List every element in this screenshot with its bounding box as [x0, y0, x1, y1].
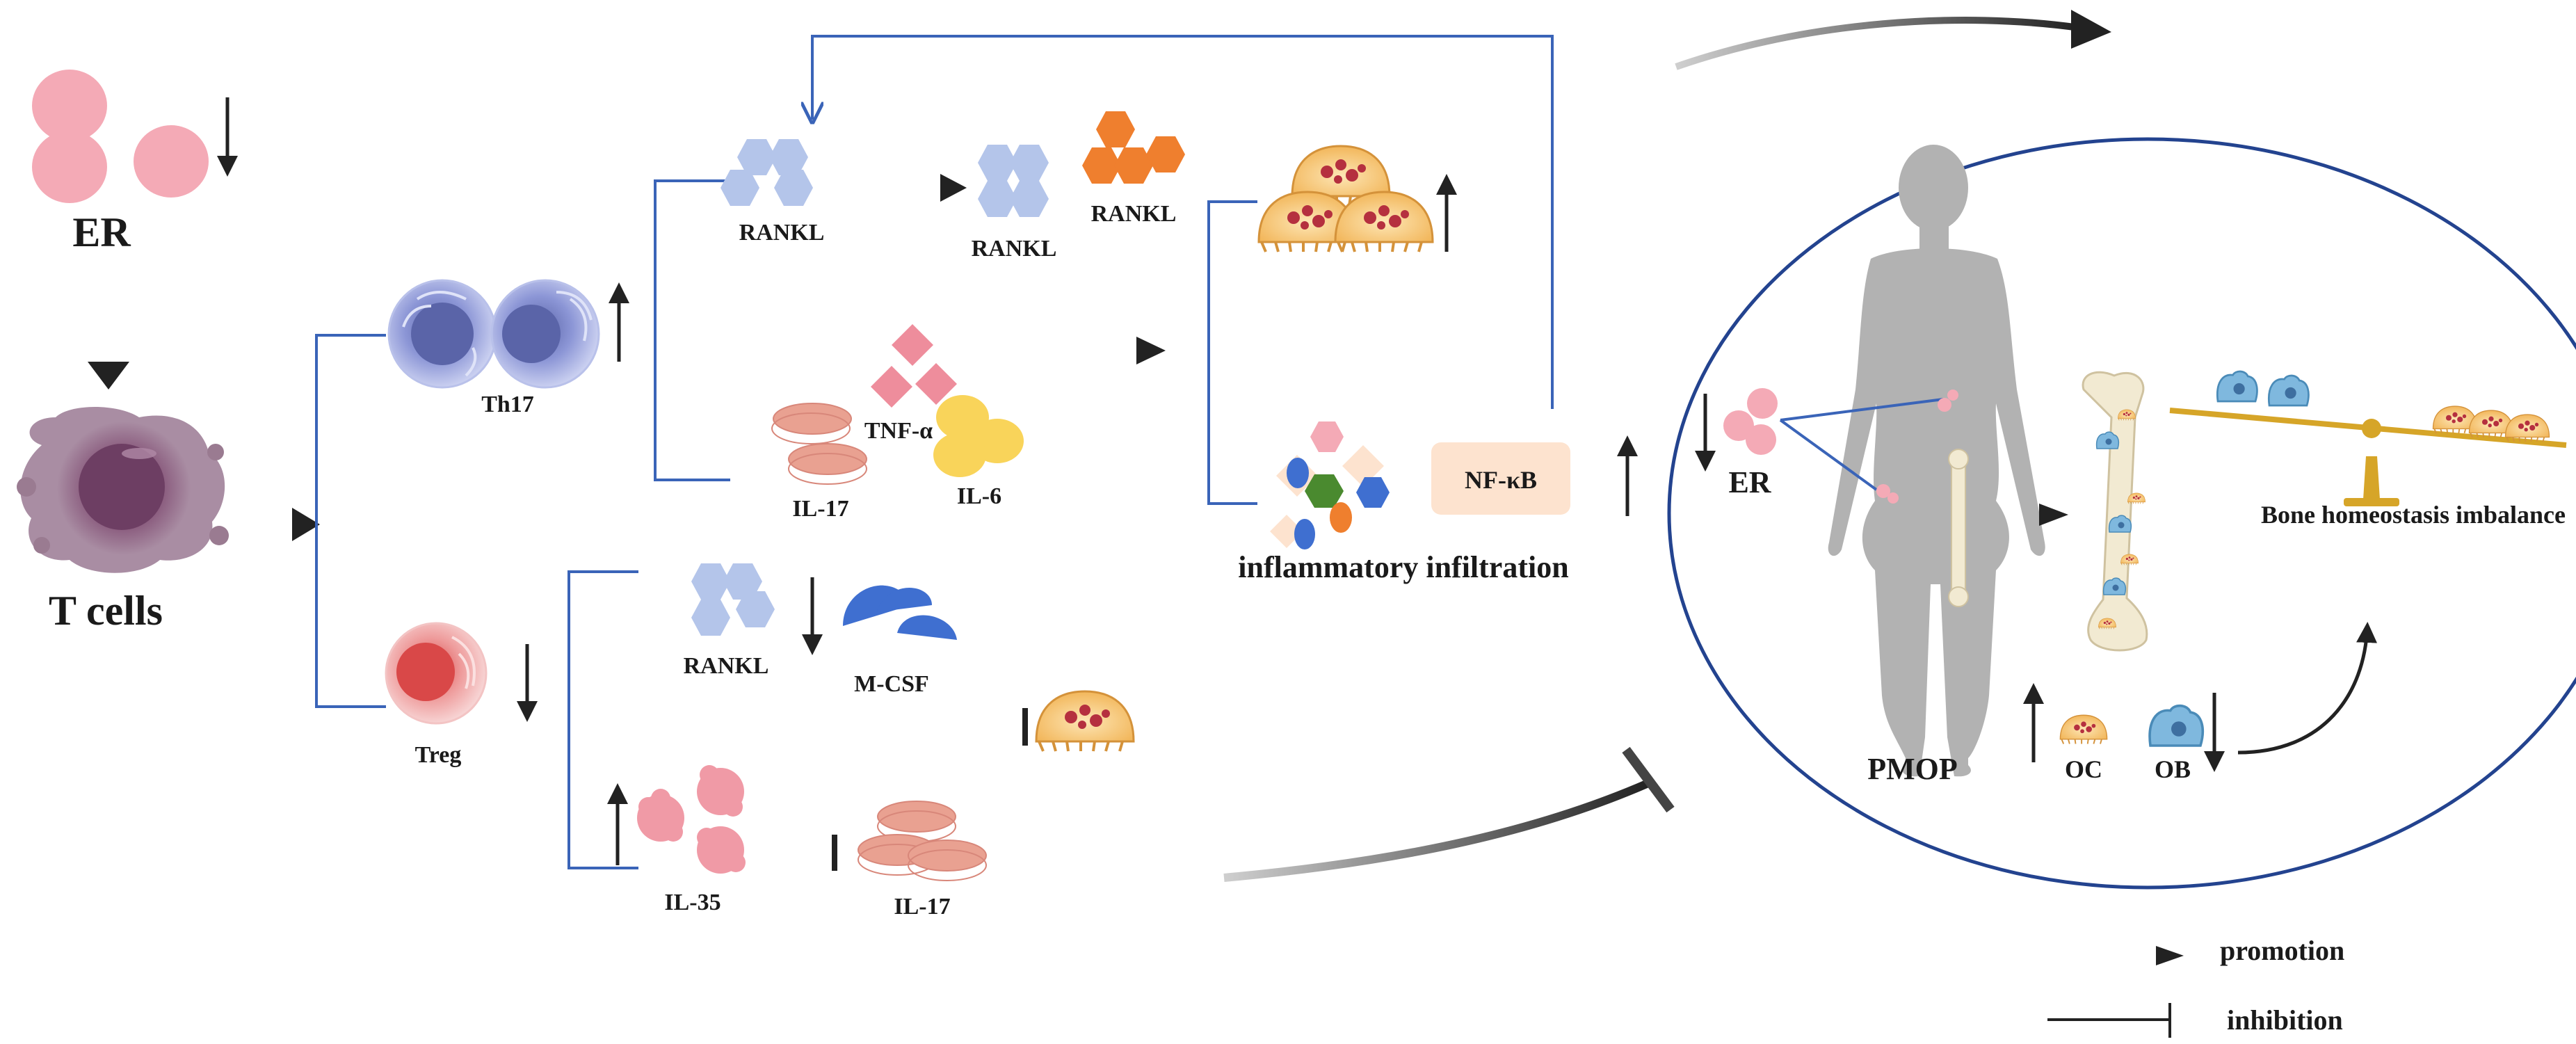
mcsf-icon: [843, 585, 957, 640]
il35-label: IL-35: [664, 890, 721, 915]
rankl-cluster-1: [721, 139, 813, 206]
ovary-dots: [1876, 390, 1958, 504]
th17-label: Th17: [481, 392, 534, 417]
rankl-cluster-2: [978, 145, 1049, 217]
femur-bone: [2082, 371, 2148, 652]
rankl-label-3: RANKL: [1091, 201, 1177, 227]
bracket-treg: [567, 570, 638, 869]
treg-label: Treg: [415, 742, 462, 768]
ob-icon: [2148, 704, 2205, 747]
balance-scale-icon: [2169, 370, 2567, 506]
ob-to-imbalance-arrow: [2237, 622, 2378, 755]
er-cells: [32, 70, 209, 203]
t-cell-icon: [17, 407, 229, 573]
bracket-osteoclast-inflammation: [1207, 200, 1257, 505]
legend-inhibition: inhibition: [2047, 1003, 2343, 1038]
legend-promotion: promotion: [2042, 935, 2344, 966]
pmop-label: PMOP: [1867, 752, 1958, 786]
rankl-arrow: [887, 174, 967, 202]
rankl-label-1: RANKL: [739, 220, 825, 246]
legend-promotion-label: promotion: [2220, 935, 2344, 966]
il17-icon-2: [858, 801, 987, 881]
tnf-alpha-label: TNF-α: [864, 418, 933, 444]
rankl-cluster-4: [691, 563, 775, 636]
er-right-label: ER: [1728, 465, 1771, 499]
il17-icon-1: [771, 403, 867, 485]
cytokine-arrow: [1040, 337, 1166, 364]
t-cells-label: T cells: [49, 588, 163, 634]
nfkb-feedback-loop: [812, 35, 1554, 409]
nfkb-box: [1431, 442, 1570, 515]
il35-icon: [637, 765, 746, 874]
treg-to-pmop-inhibition: [1223, 746, 1675, 882]
bone-arrow: [1979, 504, 2068, 526]
human-silhouette: [1828, 145, 2045, 777]
inflammatory-infiltration-label: inflammatory infiltration: [1238, 550, 1568, 584]
legend-inhibition-label: inhibition: [2227, 1004, 2343, 1036]
il6-icon: [933, 395, 1024, 477]
rankl-label-2: RANKL: [972, 236, 1057, 262]
il17-label-2: IL-17: [894, 894, 950, 919]
nfkb-label: NF-κB: [1465, 466, 1537, 494]
er-cells-right: [1723, 388, 1778, 455]
oc-label: OC: [2065, 755, 2102, 783]
bracket-tcells: [315, 334, 386, 708]
osteoclast-cluster: [1257, 145, 1434, 253]
rankl-label-4: RANKL: [684, 653, 769, 679]
th17-cells-icon: [387, 279, 600, 389]
bone-homeostasis-label: Bone homeostasis imbalance: [2261, 501, 2566, 529]
rankl-cluster-orange: [1082, 111, 1185, 184]
er-to-body-lines: [1779, 398, 1944, 491]
il35-inhibition: [769, 835, 837, 871]
treg-cell-icon: [385, 622, 488, 725]
er-label: ER: [72, 209, 131, 255]
osteoclast-single: [1035, 690, 1135, 753]
er-to-tcells-arrow: [88, 263, 129, 390]
il17-label-1: IL-17: [792, 496, 848, 522]
pmop-circle: [1667, 137, 2576, 890]
mcsf-inhibition: [957, 708, 1028, 746]
tnf-alpha-icon: [871, 324, 957, 408]
tcells-to-branch-arrow: [234, 508, 320, 541]
top-curved-arrow: [1675, 10, 2111, 70]
leg-bone-small: [1948, 449, 1969, 607]
ob-label: OB: [2155, 755, 2191, 783]
il6-label: IL-6: [957, 483, 1001, 509]
oc-icon: [2059, 714, 2108, 745]
inflammatory-cells-icon: [1270, 421, 1390, 549]
bracket-th17: [654, 179, 730, 481]
mcsf-label: M-CSF: [854, 671, 929, 697]
